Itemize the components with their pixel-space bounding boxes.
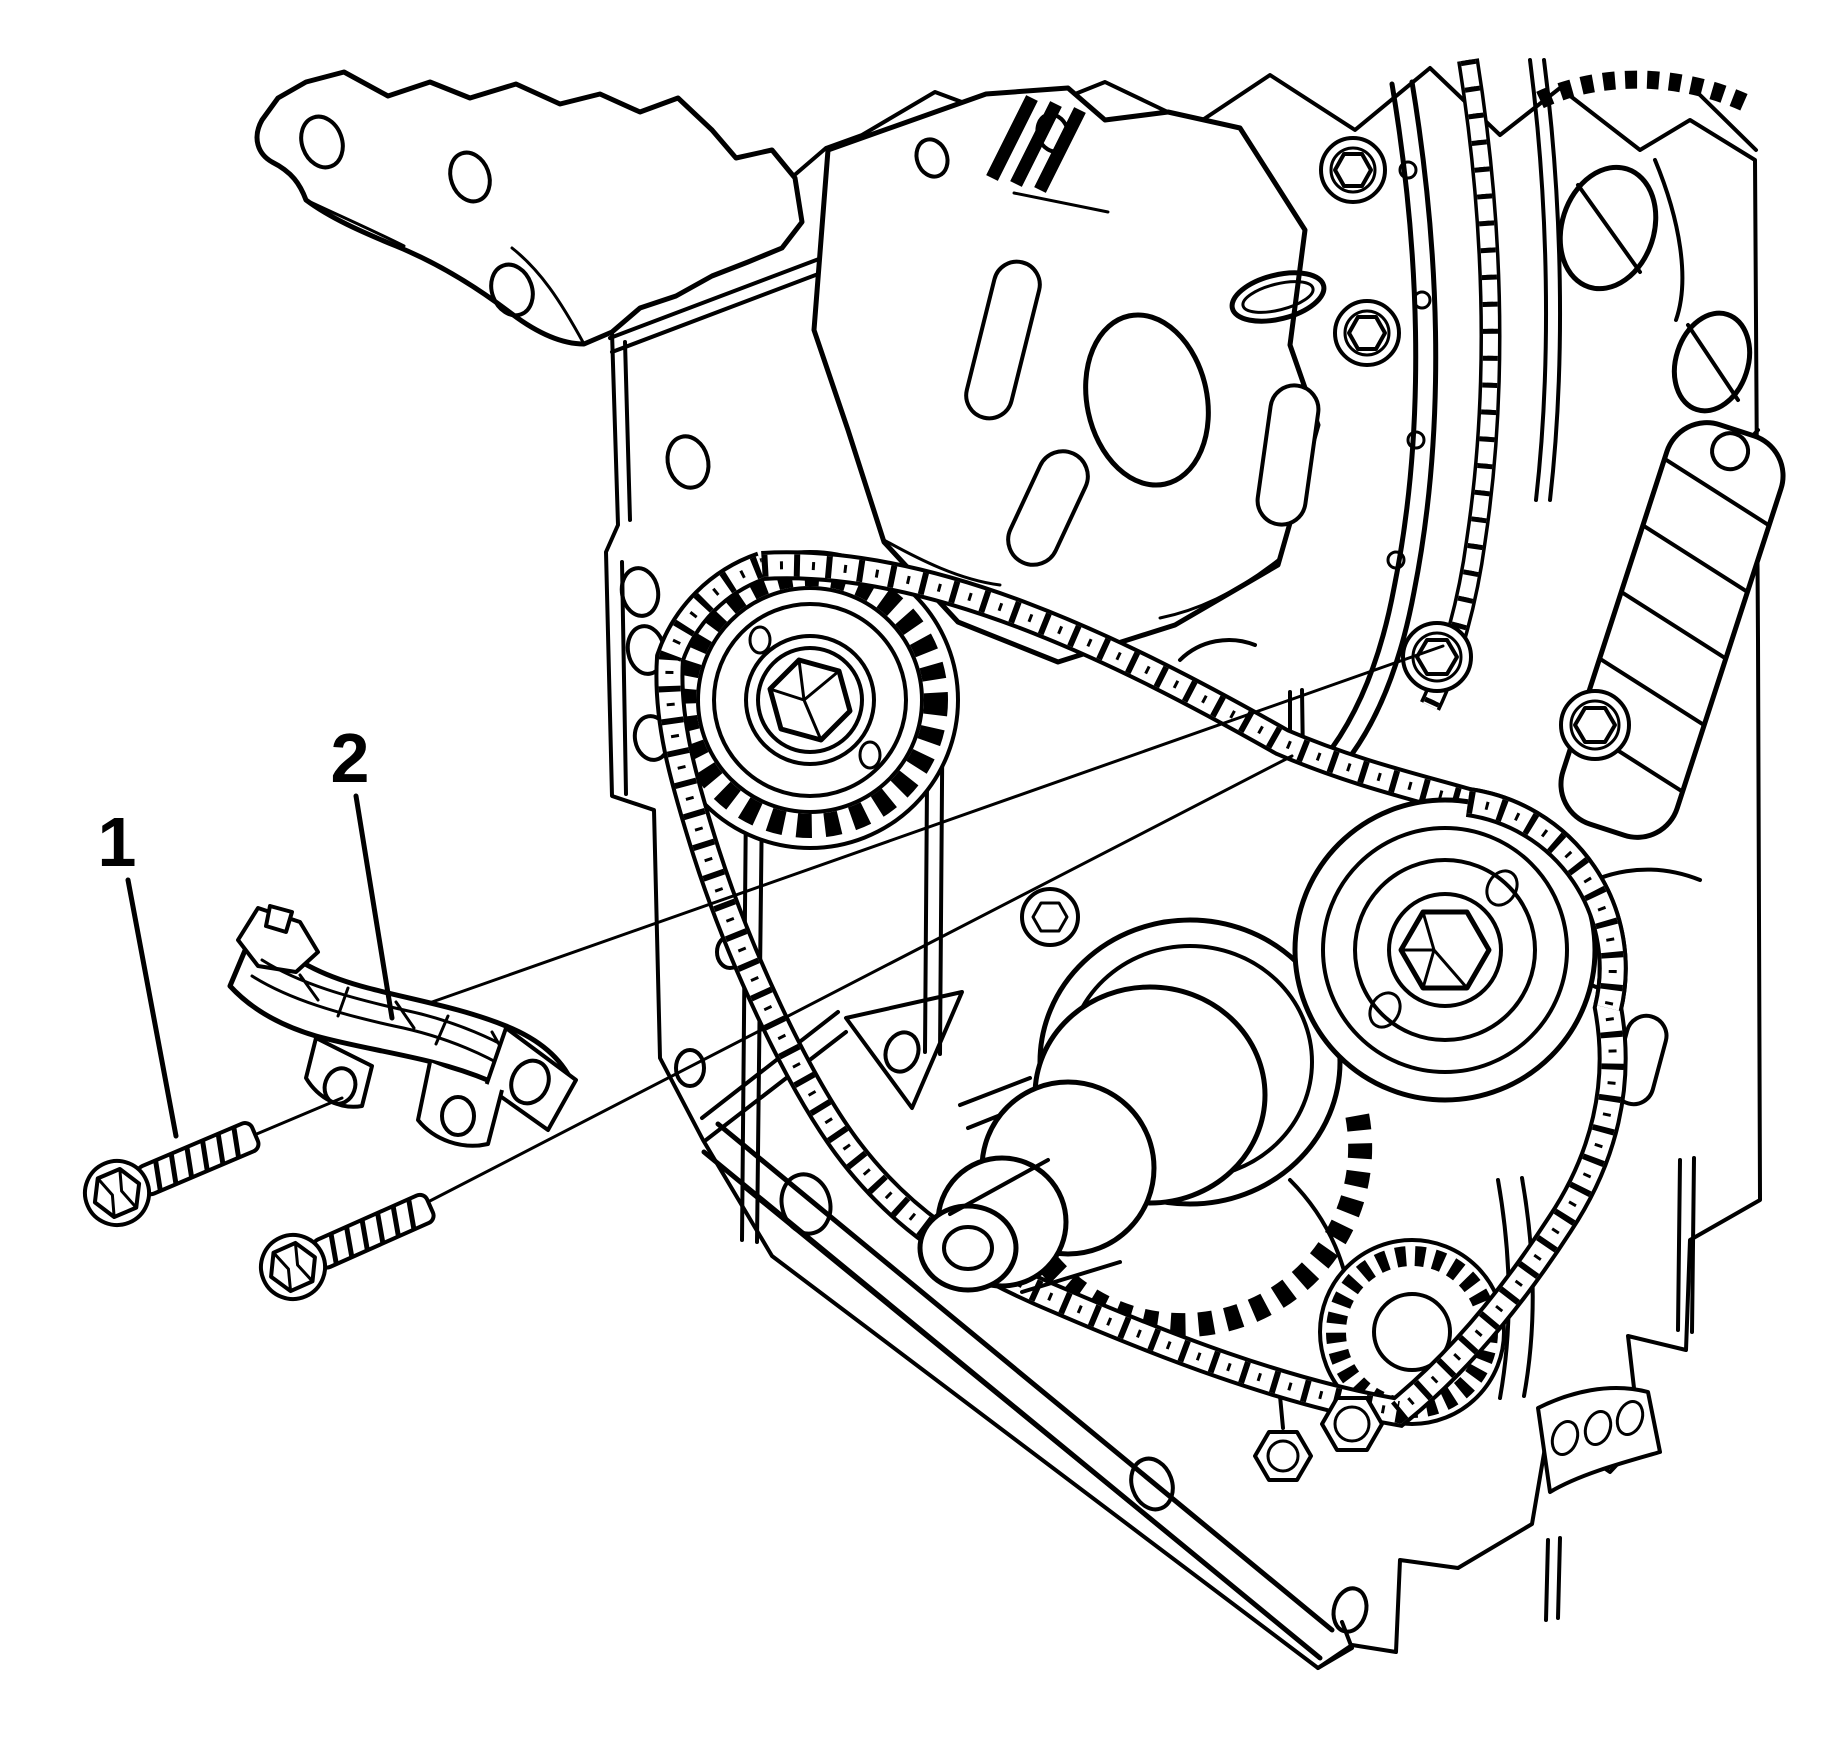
pulley-hole: [1368, 991, 1402, 1029]
rail-hole: [1386, 550, 1406, 570]
balance-sprocket-bolt: [744, 634, 876, 766]
pulley-ring: [1321, 826, 1569, 1074]
seal-ring-inner: [1241, 280, 1315, 314]
tensioner-ribs: [1577, 457, 1770, 793]
pump-slot: [1006, 449, 1090, 567]
pump-slot: [1255, 383, 1321, 527]
bolt-hole: [883, 1030, 921, 1074]
guide-rail-edge: [1349, 79, 1439, 757]
hex-facets: [1399, 910, 1469, 990]
projection-line-lower: [422, 754, 1294, 1206]
guide-ribs: [250, 958, 536, 1084]
gear-hub: [1372, 1292, 1452, 1372]
pump-slot: [964, 259, 1042, 421]
bolt-hex-facets: [96, 1167, 138, 1219]
sprocket-root: [696, 586, 924, 814]
casting-opening-slash: [1576, 183, 1642, 274]
hex-bolt: [1319, 136, 1387, 204]
callout-1-label: 1: [98, 803, 137, 881]
hex-facets: [768, 658, 841, 742]
crankshaft-nose: [917, 984, 1268, 1294]
hex-bolt: [1559, 689, 1631, 761]
crank-snout-face: [917, 1203, 1019, 1293]
rail-end: [1316, 1620, 1354, 1670]
hex-bolt: [1333, 299, 1401, 367]
bolt-hole: [1129, 1456, 1175, 1512]
rail-hole: [1412, 290, 1432, 310]
rail-inner: [740, 1184, 1302, 1644]
hex-bolt: [1401, 621, 1473, 693]
upper-chain-guide-rail: [1329, 58, 1563, 757]
pulley-hole: [1485, 869, 1519, 907]
flange-outline: [254, 69, 805, 347]
crank-bore: [942, 1225, 994, 1271]
callout-1-leader: [125, 877, 179, 1139]
pulley-ring: [1353, 858, 1537, 1042]
hex-bolt: [1020, 887, 1080, 947]
gear-nut: [1320, 1396, 1384, 1452]
bolt-threads: [153, 1127, 241, 1191]
guide-foot-hole: [509, 1058, 551, 1106]
guide-clevis: [416, 1061, 504, 1148]
timing-chain-guide: [227, 904, 578, 1148]
rail-hole: [1398, 160, 1418, 180]
guide-bolt-1: [83, 1121, 261, 1227]
sprocket-face-hole: [858, 740, 882, 770]
guide-rail-edge: [1329, 81, 1419, 751]
cam-sprocket-fragment: [1536, 70, 1754, 414]
timing-chain: [654, 550, 1628, 1428]
pump-rotor-opening: [1083, 312, 1211, 488]
bolt-hole: [665, 434, 711, 490]
casting-opening: [1671, 310, 1753, 414]
bolt-threads: [328, 1199, 417, 1264]
snout-edges: [948, 1158, 1122, 1294]
chain-over-pulley: [1465, 787, 1628, 1012]
bolt-shank: [311, 1192, 436, 1270]
pump-housing-contours: [882, 191, 1280, 620]
flange-hole: [489, 262, 535, 318]
pump-hole: [914, 137, 950, 179]
bolt-hex-facets: [271, 1241, 315, 1293]
callout-2-label: 2: [331, 719, 370, 797]
seal-ring: [1229, 270, 1327, 324]
casting-opening: [1557, 164, 1659, 292]
flange-hole: [448, 150, 492, 204]
guide-foot-gusset: [484, 1026, 578, 1132]
casting-contour: [1653, 158, 1685, 322]
cam-teeth: [1536, 70, 1754, 114]
front-cover-flange: [254, 69, 805, 347]
bracket-hole: [1583, 1410, 1613, 1446]
casting-opening-slash: [1686, 323, 1740, 402]
guide-end-tab: [236, 906, 320, 974]
bracket-hole: [1615, 1400, 1645, 1436]
stud-nut: [1253, 1430, 1313, 1482]
pump-tab-stripes: [986, 95, 1086, 193]
guide-bolt-2: [259, 1192, 436, 1301]
guide-clevis-hole: [440, 1095, 476, 1137]
chain-loop: [658, 554, 1624, 1424]
oil-pan-rail: [701, 1121, 1354, 1670]
crank-pulley: [1292, 797, 1598, 1103]
bolt-hole: [674, 1048, 706, 1088]
rail-back-edge: [1528, 58, 1563, 502]
cover-bolts: [1020, 136, 1631, 947]
oil-pump-housing: [811, 85, 1327, 665]
projection-line-upper: [396, 644, 1445, 1016]
sprocket-face-hole: [748, 625, 772, 655]
bolt-axis-line: [250, 1096, 344, 1138]
tensioner-mount-hole: [1710, 431, 1751, 472]
bolt-hole: [779, 1172, 833, 1236]
lower-bracket: [1536, 1385, 1662, 1494]
callout-2-leader: [353, 793, 395, 1021]
rail-hole: [1406, 430, 1426, 450]
flange-hole: [299, 114, 345, 170]
chain-wrap: [1466, 791, 1624, 1011]
guide-tab-notch: [264, 904, 294, 934]
flange-contours: [304, 198, 586, 346]
bolt-shank: [135, 1121, 261, 1197]
bolt-hole: [619, 566, 661, 618]
bracket-hole: [1550, 1420, 1580, 1456]
